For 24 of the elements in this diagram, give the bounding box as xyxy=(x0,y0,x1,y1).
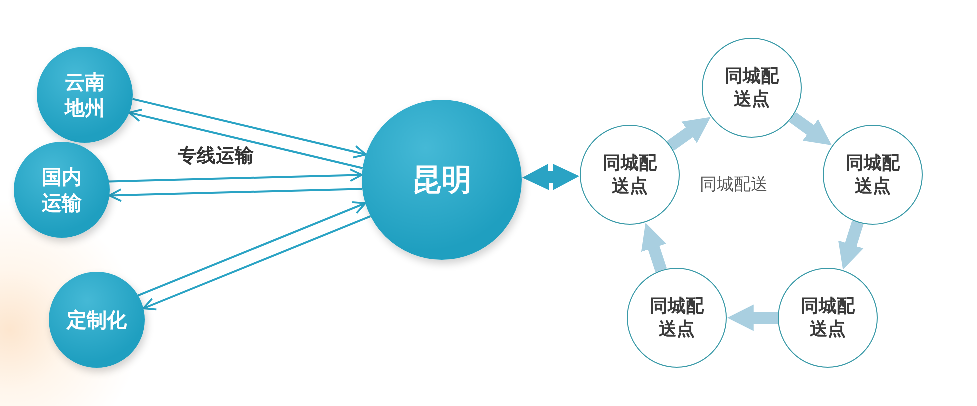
arrow xyxy=(109,168,364,183)
arrow xyxy=(108,188,363,202)
hub-circle xyxy=(14,142,110,238)
node-label: 云南地州 xyxy=(64,69,106,121)
arrow xyxy=(138,202,366,297)
block-arrow xyxy=(641,222,668,272)
node-label: 同城配送点 xyxy=(649,294,705,342)
annotation-text: 专线运输 xyxy=(178,144,254,169)
block-arrow xyxy=(522,164,580,190)
node-label: 定制化 xyxy=(66,307,128,333)
node-label: 同城配送点 xyxy=(845,152,901,198)
block-arrow xyxy=(667,117,711,151)
arrow xyxy=(132,98,368,159)
block-arrow xyxy=(727,304,778,332)
block-arrow xyxy=(789,112,832,146)
node-label: 同城配送点 xyxy=(724,64,780,112)
annotation-text: 同城配送 xyxy=(700,174,768,196)
node-label: 同城配送点 xyxy=(602,152,658,198)
arrow xyxy=(128,108,364,170)
arrow xyxy=(142,216,372,311)
node-label: 同城配送点 xyxy=(800,294,856,342)
node-label: 昆明 xyxy=(411,162,473,200)
node-label: 国内运输 xyxy=(41,164,83,216)
block-arrow xyxy=(838,220,864,270)
